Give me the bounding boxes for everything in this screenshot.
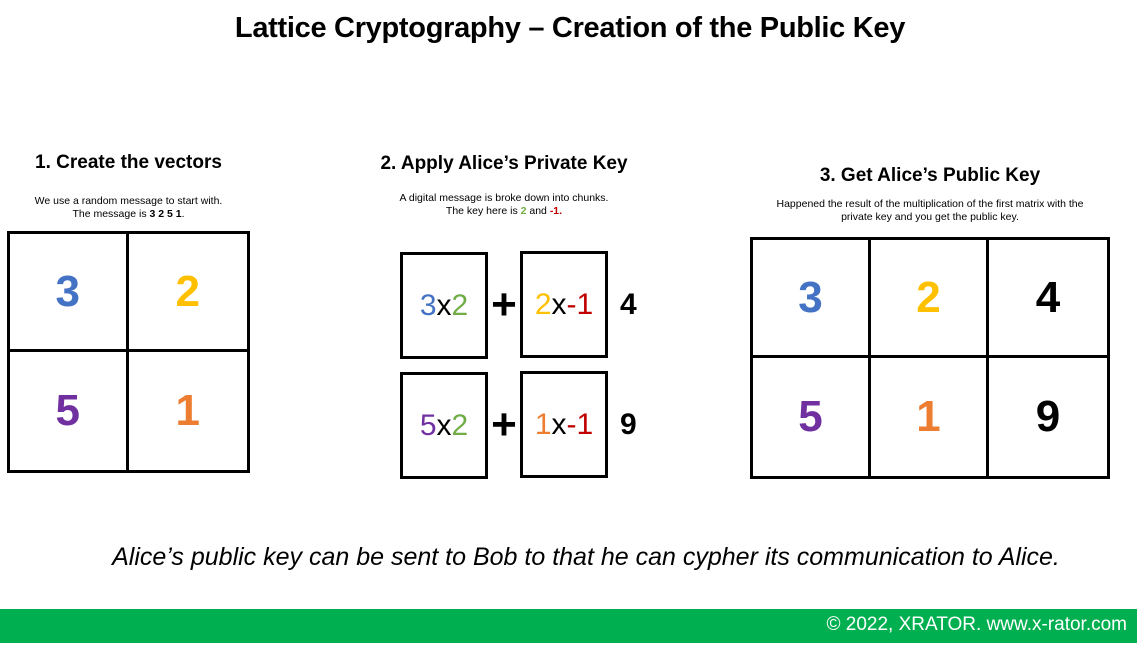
private-key-b: -1 — [549, 205, 560, 217]
row-result: 4 — [620, 288, 637, 321]
matrix-cell: 3 — [753, 240, 871, 358]
key-mid: and — [526, 205, 550, 217]
multiply-sign: x — [551, 287, 567, 321]
operand: 1 — [534, 407, 552, 441]
public-key-matrix: 3 2 4 5 1 9 — [750, 237, 1110, 479]
matrix-cell: 1 — [175, 386, 200, 435]
matrix-cell: 2 — [871, 240, 989, 358]
multiply-sign: x — [551, 407, 567, 441]
multiply-sign: x — [436, 408, 452, 442]
conclusion-text: Alice’s public key can be sent to Bob to… — [112, 543, 1060, 571]
private-key-a: 2 — [520, 205, 527, 217]
section-2-heading: 2. Apply Alice’s Private Key — [380, 153, 628, 174]
matrix-cell: 3 — [10, 234, 129, 352]
key-operand: 2 — [451, 408, 469, 442]
section-3-desc-line2: private key and you get the public key. — [841, 211, 1019, 223]
plus-icon: + — [491, 400, 517, 449]
row-result: 9 — [620, 408, 637, 441]
copyright-text: © 2022, XRATOR. www.x-rator.com — [826, 614, 1128, 635]
matrix-cell: 2 — [128, 234, 247, 352]
operand: 2 — [534, 287, 552, 321]
section-1-description: We use a random message to start with. T… — [0, 195, 257, 221]
section-1-heading: 1. Create the vectors — [35, 152, 222, 173]
key-operand: -1 — [566, 407, 594, 441]
section-2-desc-line1: A digital message is broke down into chu… — [399, 192, 609, 204]
plus-icon: + — [491, 280, 517, 329]
message-matrix: 3 2 5 1 — [7, 231, 250, 473]
section-3-desc-line1: Happened the result of the multiplicatio… — [776, 198, 1084, 210]
key-operand: -1 — [566, 287, 594, 321]
matrix-cell: 1 — [871, 358, 989, 476]
matrix-cell: 9 — [1035, 392, 1061, 441]
operand: 5 — [419, 408, 437, 442]
operand: 3 — [419, 288, 437, 322]
footer-bar: © 2022, XRATOR. www.x-rator.com — [0, 609, 1137, 643]
key-prefix: The key here is — [445, 205, 521, 217]
message-value: 3 2 5 1 — [149, 208, 182, 220]
multiply-sign: x — [436, 288, 452, 322]
section-3-description: Happened the result of the multiplicatio… — [745, 198, 1115, 224]
section-1-desc-line1: We use a random message to start with. — [34, 195, 223, 207]
section-2-description: A digital message is broke down into chu… — [370, 192, 638, 218]
section-2-desc-line2: The key here is 2 and -1. — [370, 205, 638, 218]
key-suffix: . — [559, 205, 563, 217]
matrix-cell: 4 — [989, 240, 1107, 358]
page-title: Lattice Cryptography – Creation of the P… — [234, 12, 906, 44]
message-suffix: . — [181, 208, 185, 220]
section-1-desc-line2: The message is 3 2 5 1. — [0, 208, 257, 221]
message-prefix: The message is — [72, 208, 150, 220]
key-operand: 2 — [451, 288, 469, 322]
matrix-cell: 5 — [10, 352, 129, 470]
matrix-cell: 5 — [753, 358, 871, 476]
section-3-heading: 3. Get Alice’s Public Key — [819, 165, 1041, 186]
